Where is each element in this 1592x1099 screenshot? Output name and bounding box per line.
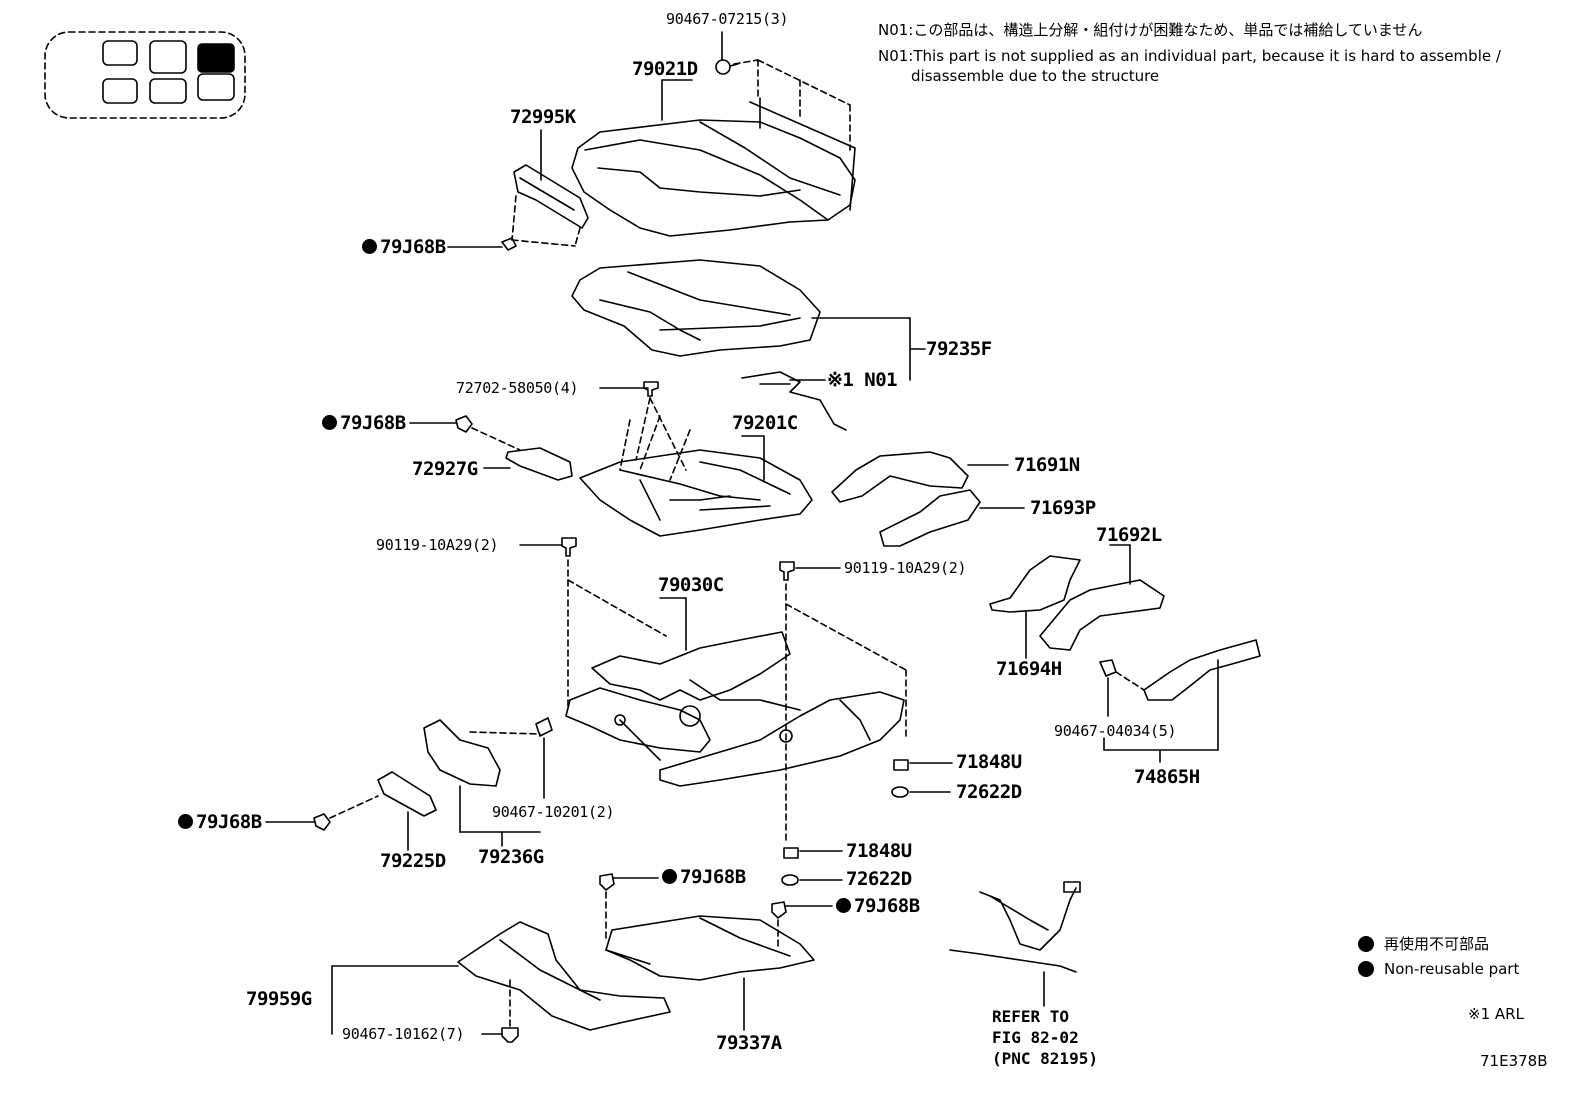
- sensor-N01: [741, 371, 847, 431]
- seat-pad-79235F: [571, 259, 926, 381]
- label-71848U-lower[interactable]: 71848U: [846, 840, 912, 862]
- non-reusable-dot: [836, 898, 851, 913]
- non-reusable-dot: [322, 415, 337, 430]
- non-reusable-dot: [362, 239, 377, 254]
- label-79J68B-top[interactable]: 79J68B: [362, 238, 446, 257]
- cover-79236G: [423, 719, 541, 847]
- label-72995K[interactable]: 72995K: [510, 106, 576, 128]
- adjuster-79030C: [565, 597, 907, 787]
- refer-note[interactable]: REFER TO FIG 82-02 (PNC 82195): [992, 1006, 1098, 1069]
- legend-ja: 再使用不可部品: [1384, 935, 1490, 953]
- refer-line1: REFER TO: [992, 1007, 1070, 1026]
- note-ja: N01:この部品は、構造上分解・組付けが困難なため、単品では補給していません: [878, 21, 1423, 39]
- cover-79225D: [377, 771, 437, 851]
- cover-72927G: [483, 447, 573, 481]
- refer-line3: (PNC 82195): [992, 1049, 1098, 1068]
- legend-dot-ja: [1358, 936, 1374, 952]
- clip-90467-10201: [535, 717, 553, 799]
- cover-72995K: [447, 129, 589, 251]
- legend-arl: ※1 ARL: [1468, 1005, 1524, 1023]
- cover-79959G: [331, 921, 671, 1035]
- label-71848U-right[interactable]: 71848U: [956, 751, 1022, 773]
- figure-code: 71E378B: [1480, 1052, 1548, 1070]
- label-90119-10A29-right[interactable]: 90119-10A29(2): [844, 559, 967, 577]
- bolt-90119-10A29-right: [779, 561, 907, 841]
- note-en-line1: N01:This part is not supplied as an indi…: [878, 47, 1501, 65]
- label-90467-04034[interactable]: 90467-04034(5): [1054, 722, 1177, 740]
- nut-71848U-right: [893, 759, 953, 771]
- bolt-90119-10A29-left: [519, 537, 667, 711]
- label-79959G[interactable]: 79959G: [246, 988, 312, 1010]
- label-79337A[interactable]: 79337A: [716, 1032, 782, 1054]
- label-72622D-right[interactable]: 72622D: [956, 781, 1022, 803]
- clip-90467-07215: [715, 31, 739, 75]
- label-71694H[interactable]: 71694H: [996, 658, 1062, 680]
- label-N01[interactable]: ※1 N01: [827, 369, 898, 391]
- legend-dot-en: [1358, 961, 1374, 977]
- label-79030C[interactable]: 79030C: [658, 574, 724, 596]
- label-71693P[interactable]: 71693P: [1030, 497, 1096, 519]
- clip-79J68B-center-left: [599, 873, 659, 941]
- note-en-line2: disassemble due to the structure: [911, 67, 1160, 85]
- refer-line2: FIG 82-02: [992, 1028, 1079, 1047]
- label-79J68B-center-right[interactable]: 79J68B: [836, 897, 920, 916]
- non-reusable-dot: [662, 869, 677, 884]
- cover-71691N: [831, 451, 1009, 503]
- label-71691N[interactable]: 71691N: [1014, 454, 1080, 476]
- label-72927G[interactable]: 72927G: [412, 458, 478, 480]
- label-72702-58050[interactable]: 72702-58050(4): [456, 379, 579, 397]
- label-90119-10A29-left[interactable]: 90119-10A29(2): [376, 536, 499, 554]
- label-72622D-lower[interactable]: 72622D: [846, 868, 912, 890]
- label-90467-10201[interactable]: 90467-10201(2): [492, 803, 615, 821]
- label-79J68B-center-left[interactable]: 79J68B: [662, 868, 746, 887]
- non-reusable-dot: [178, 814, 193, 829]
- washer-72622D-lower: [781, 874, 843, 886]
- label-79201C[interactable]: 79201C: [732, 412, 798, 434]
- label-74865H[interactable]: 74865H: [1134, 766, 1200, 788]
- cover-79337A: [605, 915, 815, 1031]
- clip-79J68B-upper: [409, 415, 521, 451]
- label-79225D[interactable]: 79225D: [380, 850, 446, 872]
- bracket-74865H: [1103, 639, 1261, 763]
- legend-en: Non-reusable part: [1384, 960, 1520, 978]
- cover-71693P: [879, 489, 1025, 547]
- clip-79J68B-center-right: [771, 901, 833, 951]
- washer-72622D-right: [891, 786, 951, 798]
- clip-79J68B-lower-left: [265, 795, 379, 831]
- seat-cover-79021D: [571, 59, 856, 237]
- bracket-71694H: [989, 555, 1081, 659]
- label-79236G[interactable]: 79236G: [478, 846, 544, 868]
- label-71692L[interactable]: 71692L: [1096, 524, 1162, 546]
- seat-frame-79201C: [579, 415, 813, 537]
- label-90467-10162[interactable]: 90467-10162(7): [342, 1025, 465, 1043]
- clip-90467-10162: [481, 979, 519, 1043]
- bracket-71692L: [1039, 544, 1165, 651]
- label-90467-07215[interactable]: 90467-07215(3): [666, 10, 789, 28]
- label-79235F[interactable]: 79235F: [926, 338, 992, 360]
- seat-position-indicator: [44, 31, 246, 119]
- nut-71848U-lower: [783, 847, 843, 859]
- label-79J68B-lower-left[interactable]: 79J68B: [178, 813, 262, 832]
- label-79021D[interactable]: 79021D: [632, 58, 698, 80]
- screw-72702-58050: [599, 381, 687, 471]
- clip-90467-04034: [1099, 659, 1145, 717]
- wire-harness-reference: [949, 881, 1081, 1007]
- label-79J68B-upper[interactable]: 79J68B: [322, 414, 406, 433]
